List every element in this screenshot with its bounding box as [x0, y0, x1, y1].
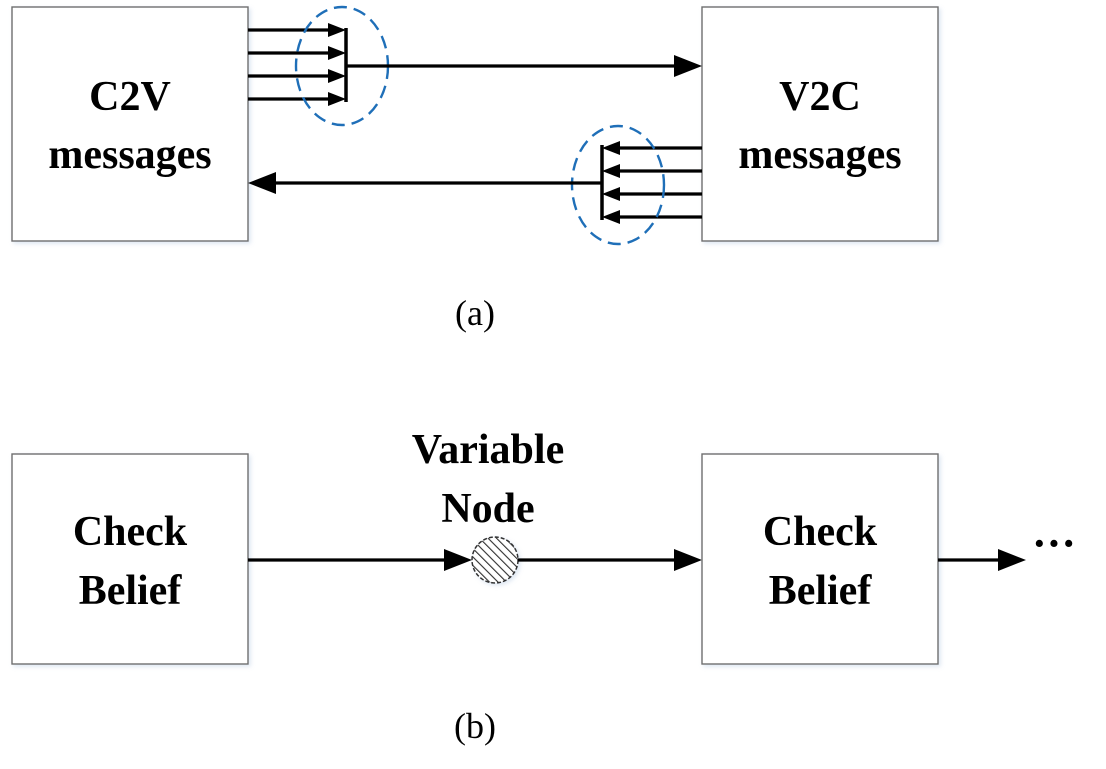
check-belief-box-right [701, 453, 939, 665]
v2c-input-arrows [600, 141, 702, 224]
caption-a: (a) [455, 293, 495, 333]
caption-b: (b) [454, 706, 496, 746]
v2c-to-c2v-arrow [248, 172, 602, 194]
c2v-to-v2c-arrow [346, 55, 702, 77]
variable-node-label-line2: Node [441, 486, 534, 532]
continuation-arrow [938, 549, 1026, 571]
c2v-box [11, 6, 249, 242]
c2v-label-line1: C2V [89, 74, 171, 120]
check-belief-right-line1: Check [763, 509, 878, 555]
check-belief-left-line1: Check [73, 509, 188, 555]
variable-node-circle [471, 536, 519, 584]
part-a: C2V messages V2C messages [11, 5, 939, 333]
check-belief-left-line2: Belief [79, 568, 183, 614]
part-b: Check Belief Variable Node Check Belief … [11, 427, 1076, 746]
continuation-ellipsis: ··· [1032, 519, 1076, 568]
c2v-label-line2: messages [48, 132, 211, 178]
v2c-label-line2: messages [738, 132, 901, 178]
bottom-combiner-ellipse [570, 124, 666, 246]
arrow-to-check-belief-right [518, 549, 702, 571]
v2c-label-line1: V2C [779, 74, 861, 120]
check-belief-right-line2: Belief [769, 568, 873, 614]
arrow-to-variable-node [248, 549, 472, 571]
variable-node-label-line1: Variable [412, 427, 564, 473]
v2c-box [701, 6, 939, 242]
check-belief-box-left [11, 453, 249, 665]
